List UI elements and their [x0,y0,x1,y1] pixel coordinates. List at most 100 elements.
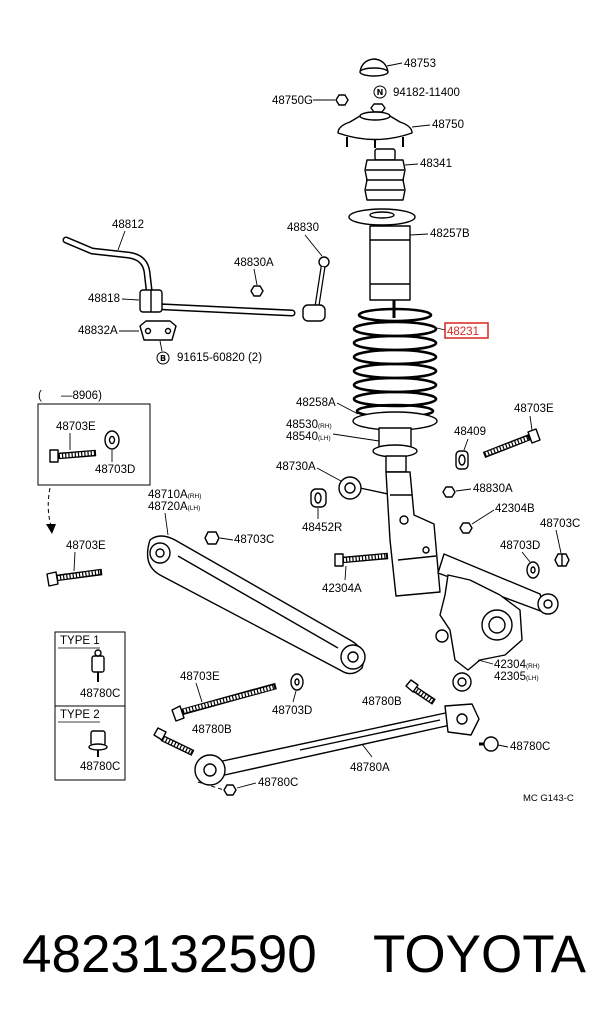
leader-line [159,340,163,352]
strut-bushing-part [455,450,469,470]
type1-title: TYPE 1 [60,635,100,647]
nut-left-part [204,531,220,545]
label-91615-60820: 91615-60820 (2) [177,352,262,364]
range-bolt-part [49,449,97,463]
washer-mid-part [290,673,304,691]
label-48780b-right: 48780B [362,696,402,708]
label-48703e-range: 48703E [56,421,96,433]
label-48780c-type2: 48780C [80,761,120,773]
leader-line [471,509,495,525]
bump-stopper-part [364,148,406,201]
support-mount-part [337,111,413,148]
label-48830a-left: 48830A [234,257,274,269]
bushing-48452r-part [310,488,327,508]
label-48780c-type1: 48780C [80,688,120,700]
side-suffix: (LH) [526,675,539,682]
label-48730a: 48730A [276,461,316,473]
leader-line [117,230,126,251]
leader-line [436,327,446,331]
label-48341: 48341 [420,158,452,170]
label-48750: 48750 [432,119,464,131]
label-42304b: 42304B [495,503,535,515]
label-48703d-right: 48703D [500,540,540,552]
side-suffix: (RH) [526,663,540,670]
leader-line [497,744,509,748]
label-48710a-rh: 48710A(RH) [148,489,201,501]
label-48720a: 48720A [148,501,188,513]
arrow-head [46,524,56,534]
label-42305-lh: 42305(LH) [494,671,539,683]
stabilizer-link-part [302,256,330,322]
link-nut-right-part [442,486,456,498]
link-nut-left-part [250,285,264,297]
lower-arm-part [146,535,366,675]
label-48710a: 48710A [148,489,188,501]
side-suffix: (RH) [318,423,332,430]
leader-line [195,682,203,703]
shock-absorber-part [372,427,441,597]
label-48703e-left: 48703E [66,540,106,552]
range-box [37,403,151,486]
bushing-bracket-part [139,320,177,341]
leader-line [164,512,169,536]
bolt-left-part [46,568,103,587]
caption-part-number: 4823132590 [22,925,317,984]
label-48780c-left: 48780C [258,777,298,789]
label-48812: 48812 [112,219,144,231]
label-48409: 48409 [454,426,486,438]
label-48530: 48530 [286,419,318,431]
label-48780b-left: 48780B [192,724,232,736]
label-42305: 42305 [494,671,526,683]
knuckle-part [435,574,523,692]
label-48703c-right: 48703C [540,518,580,530]
leader-line [411,124,431,128]
label-48530-rh: 48530(RH) [286,419,332,431]
leader-line [121,298,140,301]
label-94182-11400: 94182-11400 [393,87,460,99]
dust-cover-part [359,58,389,77]
label-48750g: 48750G [272,95,313,107]
label-42304: 42304 [494,659,527,671]
nut-n-mark: N [373,85,387,99]
leader-line [386,62,403,67]
leader-line [292,690,297,703]
leader-line [304,234,323,257]
range-note: ( —8906) [38,390,102,402]
leader-line [409,233,429,236]
lateral-rod-part [194,703,480,786]
label-42304a: 42304A [322,583,362,595]
caption-brand: TOYOTA [373,925,587,984]
leader-line [253,268,258,286]
stabilizer-bushing-part [139,289,163,313]
leader-line [477,659,494,665]
label-48830: 48830 [287,222,319,234]
leader-line [555,529,562,554]
bolt-48780b-right-part [405,679,436,705]
label-48703d-mid: 48703D [272,705,312,717]
label-48703e-right: 48703E [514,403,554,415]
label-42304-rh: 42304(RH) [494,659,540,671]
nut-right-part [554,553,570,567]
flange-nut-part [370,103,386,113]
type2-box [54,705,126,781]
type1-part [91,649,105,682]
leader-line [463,438,469,451]
coil-spring-part [352,300,438,419]
b-mark-letter: B [160,354,166,363]
rear-arm-link-part [437,553,559,615]
mount-nut-part [335,94,349,106]
leader-line [529,415,533,431]
leader-line [455,488,472,492]
leader-line [361,743,373,758]
leader-line [404,163,419,166]
label-48818: 48818 [88,293,120,305]
leader-line [73,551,76,572]
bolt-48780b-left-part [153,727,195,756]
label-48703d-range: 48703D [95,464,135,476]
ball-joint-right-part [479,736,499,752]
strut-bolt-part [482,428,541,459]
label-48703e-mid: 48703E [180,671,220,683]
bolt-42304a-part [334,552,389,567]
leader-line [316,467,342,482]
